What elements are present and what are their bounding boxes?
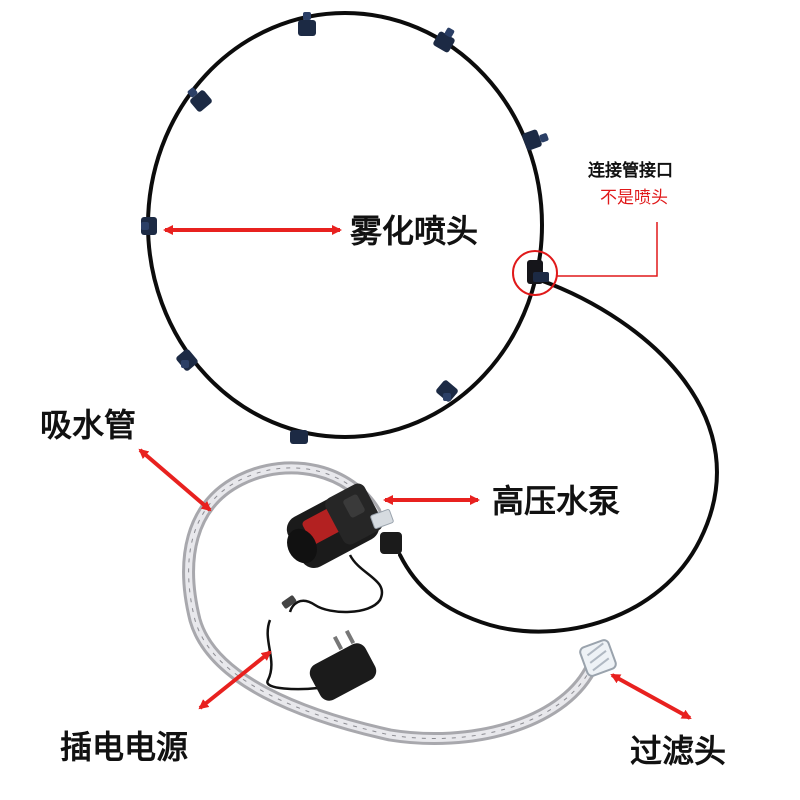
nozzle-icon [433, 27, 455, 53]
mist-ring [146, 11, 544, 439]
connector-highlight-circle [512, 250, 558, 296]
connector-tee [527, 260, 549, 284]
arrow-power [198, 650, 272, 710]
suction-hose [182, 461, 597, 746]
pressure-line [398, 278, 719, 634]
nozzle-icon [298, 12, 316, 36]
label-filter: 过滤头 [630, 732, 726, 770]
arrow-suction-pipe [138, 448, 212, 512]
nozzle-icon [141, 217, 157, 235]
label-suction-pipe: 吸水管 [40, 406, 136, 444]
pump [286, 483, 402, 568]
filter-head [579, 639, 617, 677]
nozzle-icon [290, 430, 308, 444]
power-adapter [266, 619, 377, 701]
nozzle-icon [187, 87, 212, 112]
arrow-filter [610, 673, 692, 720]
label-connector-line2: 不是喷头 [600, 188, 668, 208]
label-pump: 高压水泵 [492, 482, 620, 520]
label-mist-nozzle: 雾化喷头 [350, 212, 478, 250]
nozzle-icon [522, 129, 549, 151]
label-power: 插电电源 [60, 728, 188, 766]
nozzle-group [141, 12, 549, 444]
arrow-group [138, 225, 692, 720]
pump-cable [288, 554, 384, 614]
nozzle-icon [436, 380, 458, 402]
nozzle-icon [176, 349, 198, 371]
dc-plug [281, 595, 297, 609]
label-connector-line1: 连接管接口 [588, 160, 673, 181]
connector-leader-line [557, 222, 658, 277]
